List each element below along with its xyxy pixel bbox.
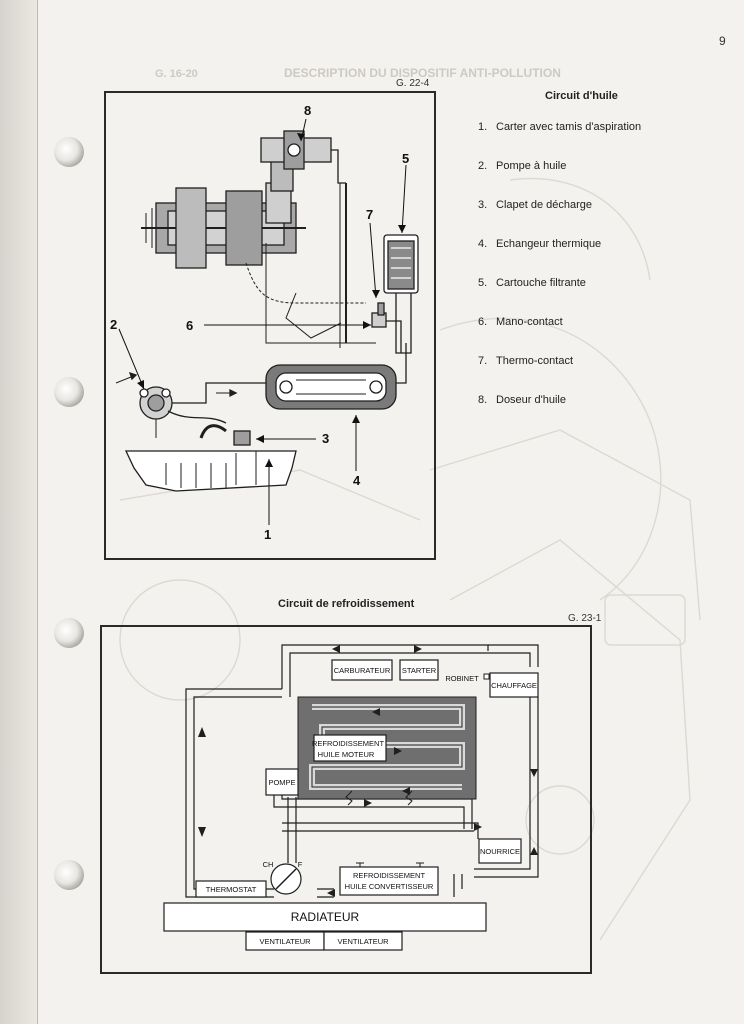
legend-item: 3.Clapet de décharge <box>478 199 593 211</box>
pompe-box <box>265 768 299 796</box>
label-chauffage: CHAUFFAGE <box>491 681 537 690</box>
callout-4: 4 <box>353 473 361 488</box>
binder-hole <box>54 137 84 167</box>
thermostat-box <box>195 880 267 898</box>
label-robinet: ROBINET <box>445 674 479 683</box>
chauffage-box <box>489 672 539 698</box>
oil-doser <box>260 130 346 184</box>
legend-item: 6.Mano-contact <box>478 316 563 328</box>
label-ventilateur-2: VENTILATEUR <box>337 937 389 946</box>
binder-hole <box>54 377 84 407</box>
legend-item: 7.Thermo-contact <box>478 355 574 367</box>
starter-box <box>399 659 439 681</box>
callout-6: 6 <box>186 318 193 333</box>
label-f: F <box>298 860 303 869</box>
oil-circuit-legend: 1.Carter avec tamis d'aspiration 2.Pompe… <box>478 121 728 433</box>
page-number: 9 <box>719 34 726 48</box>
oil-figure-ref: G. 22-4 <box>396 78 430 89</box>
label-nourrice: NOURRICE <box>480 847 520 856</box>
label-ventilateur-1: VENTILATEUR <box>259 937 311 946</box>
label-pompe: POMPE <box>268 778 295 787</box>
label-thermostat: THERMOSTAT <box>206 885 257 894</box>
binder-hole <box>54 618 84 648</box>
callout-8: 8 <box>304 103 311 118</box>
cooling-circuit-title: Circuit de refroidissement <box>278 598 415 610</box>
callout-arrowheads <box>137 133 406 467</box>
electrical-symbols <box>345 790 424 873</box>
radiateur-box <box>163 902 487 932</box>
label-converter-line1: REFROIDISSEMENT <box>353 871 426 880</box>
oil-sump <box>124 450 297 492</box>
label-converter-line2: HUILE CONVERTISSEUR <box>345 882 434 891</box>
callout-1: 1 <box>264 527 271 542</box>
oil-pump <box>139 382 266 438</box>
callout-5: 5 <box>402 151 409 166</box>
engine-shaft-assembly <box>141 150 306 269</box>
label-radiateur: RADIATEUR <box>291 910 360 924</box>
oil-circuit-title: Circuit d'huile <box>545 90 618 102</box>
binder-hole <box>54 860 84 890</box>
legend-item: 8.Doseur d'huile <box>478 394 566 406</box>
robinet-valve-icon <box>483 673 490 680</box>
filter-cartridge <box>383 234 419 354</box>
label-carburateur: CARBURATEUR <box>334 666 391 675</box>
legend-item: 1.Carter avec tamis d'aspiration <box>478 121 642 133</box>
legend-item: 4.Echangeur thermique <box>478 238 602 250</box>
callout-leaders <box>118 118 407 525</box>
page-edge-line <box>37 0 38 1024</box>
label-ch: CH <box>263 860 274 869</box>
callout-7: 7 <box>366 207 373 222</box>
engine-oil-label-box <box>313 734 387 762</box>
ghost-heading: DESCRIPTION DU DISPOSITIF ANTI-POLLUTION <box>284 66 561 80</box>
relief-valve <box>199 424 251 446</box>
converter-oil-box <box>339 866 439 896</box>
callout-3: 3 <box>322 431 329 446</box>
label-engine-oil-line2: HUILE MOTEUR <box>318 750 375 759</box>
callout-2: 2 <box>110 317 117 332</box>
legend-item: 5.Cartouche filtrante <box>478 277 586 289</box>
ventilateur-box-2 <box>323 931 403 951</box>
legend-item: 2.Pompe à huile <box>478 160 567 172</box>
nourrice-box <box>478 838 522 864</box>
oil-circuit-frame <box>104 91 436 560</box>
carburateur-box <box>331 659 393 681</box>
thermostat-valve <box>270 863 302 895</box>
oil-circuit-diagram: 8 5 7 6 2 3 4 1 <box>110 103 419 542</box>
contact-sensors <box>371 302 402 353</box>
label-starter: STARTER <box>402 666 437 675</box>
cooling-circuit-frame <box>100 625 592 974</box>
page-binding-edge <box>0 0 38 1024</box>
cooling-circuit-diagram: CARBURATEUR STARTER ROBINET CHAUFFAGE RE… <box>163 644 539 951</box>
heat-exchanger <box>265 343 407 410</box>
cooling-figure-ref: G. 23-1 <box>568 613 602 624</box>
ghost-code: G. 16-20 <box>155 68 198 80</box>
label-engine-oil-line1: REFROIDISSEMENT <box>312 739 385 748</box>
